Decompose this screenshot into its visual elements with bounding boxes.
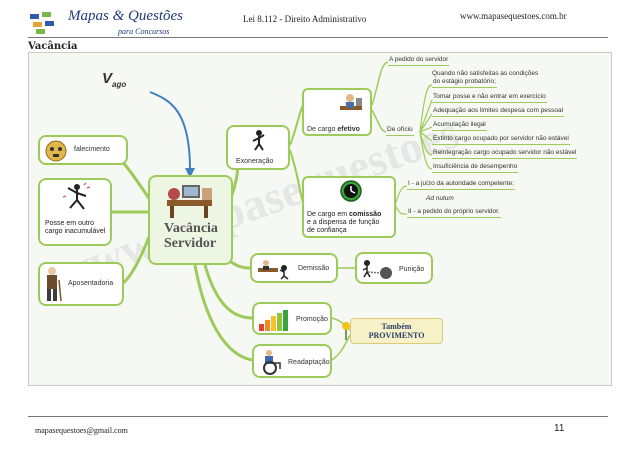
- node-aposentadoria: Aposentadoria: [38, 262, 124, 306]
- demissao-label: Demissão: [298, 265, 330, 272]
- vago-arrow: [149, 91, 191, 171]
- brand-subtitle: para Concursos: [118, 27, 170, 36]
- leaf-de-oficio: De ofício: [386, 126, 414, 136]
- node-posse-inacumulavel: Posse em outro cargo inacumulável: [38, 178, 112, 246]
- exoneracao-label: Exoneração: [236, 158, 274, 165]
- cargo-efetivo-label: De cargo efetivo: [307, 126, 360, 133]
- clock-icon: [340, 180, 362, 202]
- node-cargo-efetivo: De cargo efetivo: [302, 88, 372, 136]
- oficio-item: Tomar posse e não entrar em exercício: [432, 93, 547, 103]
- logo-mark-icon: [30, 12, 54, 34]
- center-title-line2: Servidor: [164, 236, 217, 251]
- comissao-prefix: De cargo em: [307, 211, 350, 218]
- tambem-line2: PROVIMENTO: [368, 331, 425, 340]
- oficio-item: Acumulação ilegal: [432, 121, 487, 131]
- skull-icon: [45, 140, 67, 162]
- wheelchair-icon: [263, 350, 281, 375]
- node-punicao: Punição: [355, 252, 433, 284]
- connector-oficio-items: [419, 84, 433, 170]
- punicao-label: Punição: [399, 266, 425, 273]
- node-falecimento: falecimento: [38, 135, 128, 165]
- figure-icon: [252, 130, 265, 151]
- connector-comissao-items: [394, 185, 408, 215]
- elderly-man-icon: [47, 267, 62, 302]
- leaf-pedido-servidor: A pedido do servidor: [388, 56, 450, 66]
- node-promocao: Promoção: [252, 302, 332, 335]
- oficio-item: Insuficiência de desempenho: [432, 163, 519, 173]
- node-demissao: Demissão: [250, 253, 338, 283]
- oficio-item: do estágio probatório;: [432, 78, 497, 88]
- center-title-line1: Vacância: [164, 221, 218, 236]
- vacant-desk-icon: [167, 185, 212, 218]
- oficio-item: Adequação aos limites despesa com pessoa…: [432, 107, 565, 117]
- oficio-item: Extinto cargo ocupado por servidor não e…: [432, 135, 570, 145]
- footer-divider: [28, 416, 608, 417]
- oficio-item: Reintegração cargo ocupado servidor não …: [432, 149, 578, 159]
- oficio-item: Quando não satisfeitas as condições: [432, 70, 539, 77]
- ball-and-chain-icon: [362, 260, 392, 279]
- leaf-comissao-i: I - a juízo da autoridade competente;: [407, 180, 515, 190]
- cargo-efetivo-bold: efetivo: [337, 126, 360, 133]
- posse-line1: Posse em outro: [45, 220, 95, 227]
- brand-name: Mapas & Questões: [68, 8, 183, 24]
- cargo-efetivo-prefix: De cargo: [307, 126, 338, 133]
- header-divider: [28, 37, 608, 38]
- vago-arrowhead-icon: [185, 168, 195, 178]
- note-tambem-provimento: Também PROVIMENTO: [342, 318, 443, 344]
- aposentadoria-label: Aposentadoria: [68, 280, 114, 287]
- comissao-line3: de confiança: [307, 227, 347, 234]
- connector-readaptacao: [193, 264, 253, 362]
- comissao-bold: comissão: [349, 211, 382, 218]
- leaf-comissao-ii: II - a pedido do próprio servidor.: [407, 208, 501, 218]
- office-worker-icon: [340, 94, 362, 110]
- connector-oficio: [371, 109, 387, 133]
- connector-pedido: [371, 61, 389, 106]
- dismissal-icon: [258, 260, 289, 280]
- flower-icon: [342, 322, 350, 340]
- comissao-label: De cargo em comissão e a dispensa de fun…: [307, 211, 381, 235]
- header-title: Lei 8.112 - Direito Administrativo: [243, 14, 367, 24]
- readaptacao-label: Readaptação: [288, 359, 330, 366]
- node-exoneracao: Exoneração: [226, 125, 290, 170]
- promocao-label: Promoção: [296, 316, 328, 323]
- jumping-figure-icon: [62, 182, 91, 210]
- node-readaptacao: Readaptação: [252, 344, 332, 378]
- vago-label: Vago: [102, 70, 127, 89]
- connector-promocao: [203, 264, 253, 320]
- node-cargo-comissao: De cargo em comissão e a dispensa de fun…: [302, 176, 396, 238]
- page-number: 11: [554, 423, 565, 434]
- falecimento-label: falecimento: [74, 146, 110, 153]
- ad-nutum-label: Ad nutum: [426, 195, 454, 202]
- comissao-line2: e a dispensa de função: [307, 219, 380, 226]
- tambem-line1: Também: [381, 322, 412, 331]
- bar-growth-icon: [259, 310, 288, 331]
- posse-label: Posse em outro cargo inacumulável: [45, 220, 105, 236]
- posse-line2: cargo inacumulável: [45, 228, 106, 235]
- center-title: Vacância Servidor: [164, 221, 218, 251]
- header-website: www.mapasequestoes.com.br: [460, 11, 567, 21]
- section-title: Vacância: [28, 41, 78, 52]
- footer-email: mapasequestoes@gmail.com: [35, 426, 128, 435]
- comissao-line1: De cargo em comissão: [307, 211, 381, 219]
